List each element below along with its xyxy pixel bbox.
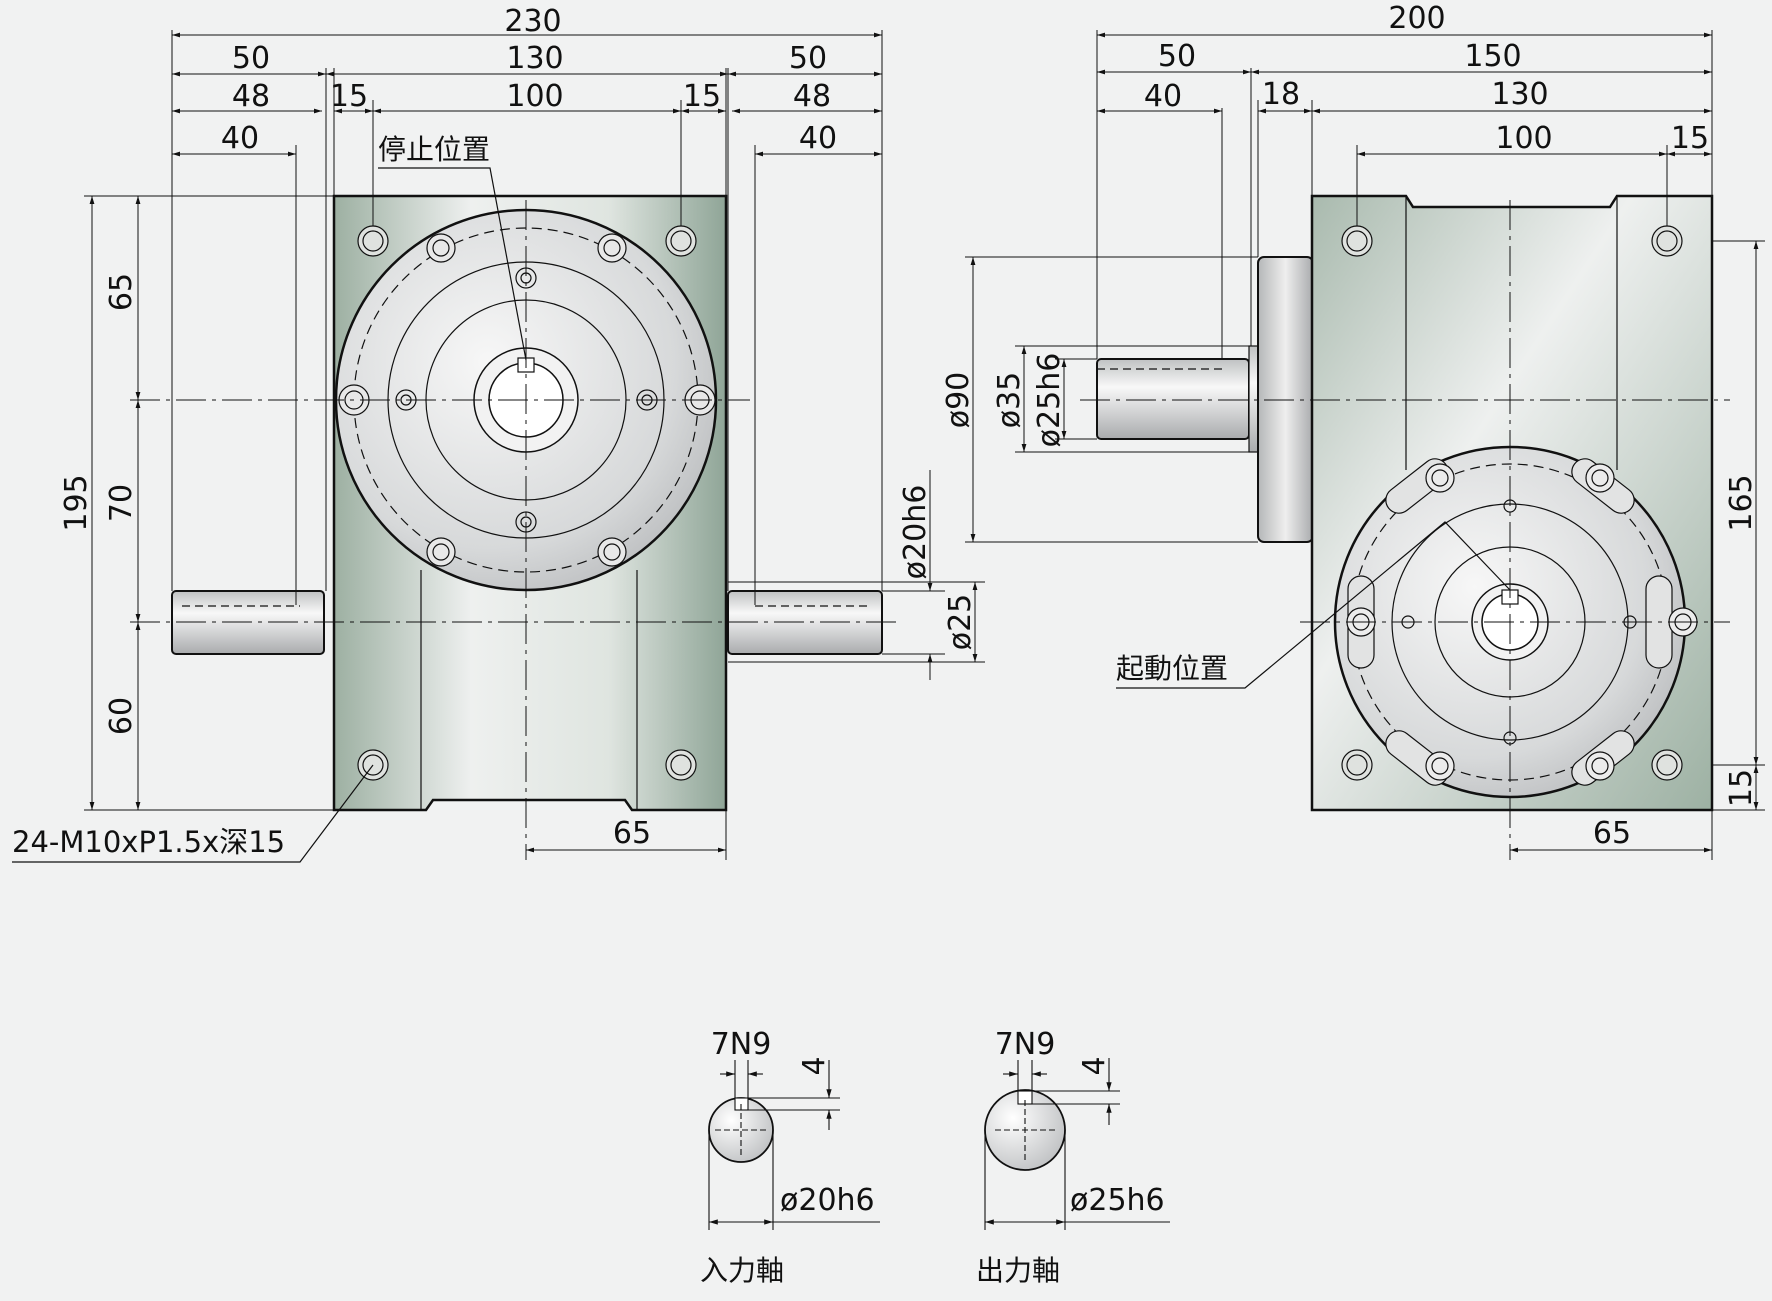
side-bottom-dimension bbox=[1510, 810, 1713, 860]
dim-d90: ø90 bbox=[941, 372, 976, 429]
dim-130: 130 bbox=[506, 41, 563, 76]
front-shaft-dimensions bbox=[728, 470, 985, 680]
dim-60: 60 bbox=[104, 697, 139, 735]
side-left-dimensions bbox=[965, 256, 1258, 543]
front-texts: 230 50 130 50 48 15 100 15 48 40 40 停止位置… bbox=[12, 4, 978, 859]
front-top-dimensions bbox=[171, 30, 883, 605]
dim-right-40: 40 bbox=[799, 121, 837, 156]
front-side-dimensions bbox=[84, 195, 334, 811]
dim-collar-dia: ø25 bbox=[943, 594, 978, 651]
dim-right-48: 48 bbox=[793, 79, 831, 114]
dim-side-50: 50 bbox=[1158, 39, 1196, 74]
output-key-depth: 4 bbox=[1077, 1056, 1112, 1075]
side-texts: 200 50 150 40 18 130 100 15 ø90 ø35 ø25h… bbox=[941, 1, 1759, 851]
dim-left-40: 40 bbox=[221, 121, 259, 156]
input-shaft-label: 入力軸 bbox=[700, 1254, 784, 1287]
output-shaft-dia: ø25h6 bbox=[1070, 1183, 1165, 1218]
dim-150: 150 bbox=[1464, 39, 1521, 74]
side-view bbox=[965, 30, 1765, 860]
output-key-width: 7N9 bbox=[995, 1027, 1056, 1062]
side-right-dimensions bbox=[1712, 240, 1765, 811]
start-position-label: 起動位置 bbox=[1116, 652, 1228, 685]
dim-65: 65 bbox=[104, 273, 139, 311]
side-input-shaft bbox=[1096, 358, 1250, 440]
dim-100: 100 bbox=[506, 79, 563, 114]
dim-230: 230 bbox=[504, 4, 561, 39]
tap-note: 24-M10xP1.5x深15 bbox=[12, 825, 285, 859]
dim-right-15: 15 bbox=[683, 79, 721, 114]
dim-left-48: 48 bbox=[232, 79, 270, 114]
output-shaft-label: 出力軸 bbox=[976, 1254, 1060, 1287]
dim-200: 200 bbox=[1388, 1, 1445, 36]
dim-d35: ø35 bbox=[992, 372, 1027, 429]
dim-right-50: 50 bbox=[789, 41, 827, 76]
dim-left-15: 15 bbox=[330, 79, 368, 114]
dim-side-100: 100 bbox=[1495, 121, 1552, 156]
stop-position-label: 停止位置 bbox=[378, 133, 490, 166]
front-bottom-dimension bbox=[526, 810, 727, 860]
dim-side-130: 130 bbox=[1491, 77, 1548, 112]
dim-195: 195 bbox=[59, 474, 94, 531]
shaft-detail-texts: 7N9 4 ø20h6 入力軸 7N9 4 ø25h6 出力軸 bbox=[700, 1027, 1165, 1287]
front-view bbox=[12, 30, 985, 863]
side-top-dimensions bbox=[1096, 30, 1713, 360]
dim-side-right-15: 15 bbox=[1724, 769, 1759, 807]
dim-bottom-65: 65 bbox=[613, 816, 651, 851]
input-shaft-dia: ø20h6 bbox=[780, 1183, 875, 1218]
dim-d25h6: ø25h6 bbox=[1032, 353, 1067, 448]
dim-165: 165 bbox=[1724, 474, 1759, 531]
dim-side-15: 15 bbox=[1671, 121, 1709, 156]
input-key-depth: 4 bbox=[797, 1056, 832, 1075]
dim-shaft-dia: ø20h6 bbox=[898, 485, 933, 580]
input-key-width: 7N9 bbox=[711, 1027, 772, 1062]
dim-side-bottom-65: 65 bbox=[1593, 816, 1631, 851]
dim-70: 70 bbox=[104, 484, 139, 522]
input-shaft-detail bbox=[708, 1060, 880, 1230]
output-shaft-detail bbox=[984, 1058, 1170, 1230]
dim-side-40: 40 bbox=[1144, 79, 1182, 114]
dim-18: 18 bbox=[1262, 77, 1300, 112]
dim-left-50: 50 bbox=[232, 41, 270, 76]
